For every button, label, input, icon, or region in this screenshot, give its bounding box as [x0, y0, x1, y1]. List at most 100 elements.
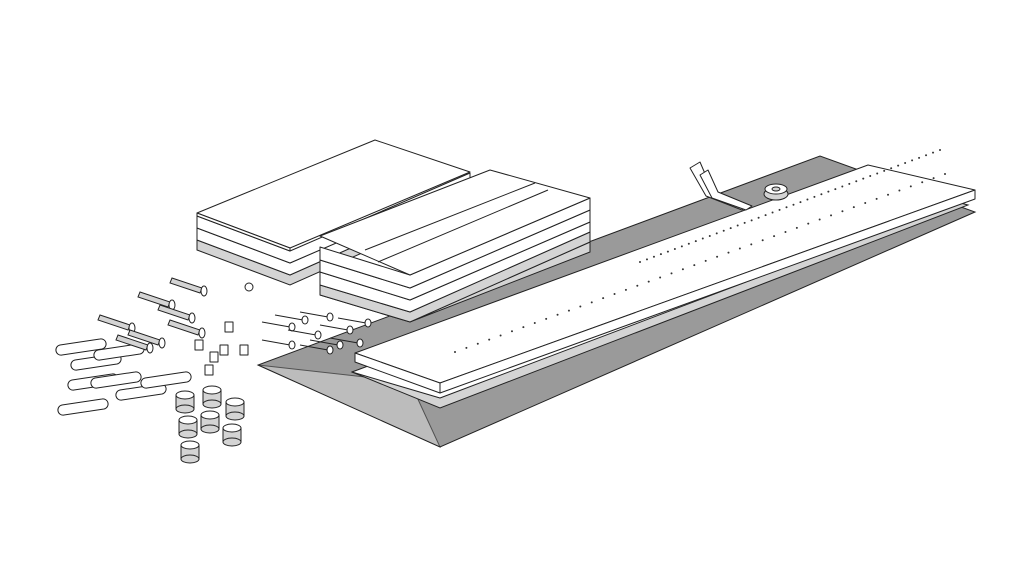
shelf-pin	[239, 344, 249, 356]
pin-hole	[806, 198, 809, 201]
pin-hole	[652, 255, 655, 258]
pin-hole	[898, 189, 901, 192]
screw-head	[301, 315, 309, 325]
pin-hole	[932, 151, 935, 154]
pin-hole	[813, 195, 816, 198]
shelf-pin-holes	[454, 149, 946, 353]
wooden-dowel	[90, 371, 142, 389]
screw-head	[356, 338, 364, 348]
shelf-stack-left	[196, 139, 471, 286]
pin-hole	[454, 351, 456, 353]
pin-hole	[869, 175, 872, 178]
screw-head	[288, 322, 296, 332]
pin-hole	[488, 338, 491, 341]
wall-bracket	[689, 161, 753, 211]
pin-hole	[795, 226, 798, 229]
shelf-pin	[219, 344, 229, 356]
screw-shaft	[329, 337, 359, 344]
pin-hole	[727, 251, 730, 254]
pin-hole	[687, 242, 690, 245]
screw-shaft	[319, 324, 349, 331]
cam-bolt-head	[188, 312, 196, 324]
pin-hole	[708, 234, 711, 237]
fasteners	[55, 277, 372, 464]
pin-hole	[875, 197, 878, 200]
cam-lock-top	[222, 423, 242, 433]
cam-bolt	[127, 329, 161, 346]
cam-bolt	[115, 334, 149, 351]
pin-hole	[876, 172, 879, 175]
pin-hole	[932, 177, 935, 180]
cam-lock-top	[180, 440, 200, 450]
pin-hole	[834, 188, 837, 191]
screw-head	[326, 345, 334, 355]
pin-hole	[729, 227, 732, 230]
pin-hole	[841, 185, 844, 188]
pin-hole	[909, 185, 912, 188]
pin-hole	[897, 164, 900, 167]
cam-lock-bottom	[222, 437, 242, 447]
screw-head	[346, 325, 354, 335]
cam-lock-bottom	[180, 454, 200, 464]
pin-hole	[784, 230, 787, 233]
screw-shaft	[287, 329, 317, 336]
screw-head	[336, 340, 344, 350]
pin-hole	[636, 284, 639, 287]
pin-hole	[743, 221, 746, 224]
shelf-stack-right	[319, 169, 591, 323]
pin-hole	[750, 219, 753, 222]
cam-lock-bottom	[178, 429, 198, 439]
pin-hole	[624, 288, 627, 291]
pin-hole	[673, 247, 676, 250]
pin-hole	[499, 334, 502, 337]
round-foot	[763, 183, 789, 201]
screw-head	[326, 312, 334, 322]
pin-hole	[602, 297, 605, 300]
cam-bolt-head	[200, 285, 208, 297]
pin-hole	[939, 149, 941, 151]
pin-hole	[645, 258, 648, 261]
cam-bolt	[157, 304, 191, 321]
pin-hole	[778, 208, 781, 211]
pin-hole	[921, 181, 924, 184]
pin-hole	[807, 222, 810, 225]
cam-bolt-head	[158, 337, 166, 349]
pin-hole	[694, 240, 697, 243]
pin-hole	[680, 245, 683, 248]
pin-hole	[799, 201, 802, 204]
screw-head	[364, 318, 372, 328]
screw-shaft	[261, 321, 291, 328]
cam-lock-top	[202, 385, 222, 395]
pin-hole	[639, 261, 641, 263]
pin-hole	[848, 182, 851, 185]
pin-hole	[771, 211, 774, 214]
cam-lock-bottom	[202, 399, 222, 409]
cam-bolt	[137, 291, 171, 308]
pin-hole	[883, 169, 886, 172]
pin-hole	[579, 305, 582, 308]
shelf-pin	[224, 321, 234, 333]
pin-hole	[716, 255, 719, 258]
cam-lock-bottom	[175, 404, 195, 414]
shelf-pin	[194, 339, 204, 351]
pin-hole	[693, 264, 696, 267]
side-panel-upper	[354, 149, 976, 394]
screw-head	[244, 282, 254, 292]
shelf-pin	[204, 364, 214, 376]
pin-hole	[890, 167, 893, 170]
cam-bolt	[169, 277, 203, 294]
pin-hole	[681, 268, 684, 271]
pin-hole	[830, 214, 833, 217]
pin-hole	[704, 259, 707, 262]
pin-hole	[613, 293, 616, 296]
pin-hole	[855, 180, 858, 183]
screw-shaft	[299, 311, 329, 318]
cam-bolt	[167, 319, 201, 336]
cam-lock-top	[175, 390, 195, 400]
pin-hole	[852, 206, 855, 209]
pin-hole	[533, 322, 536, 325]
cam-lock-bottom	[225, 411, 245, 421]
pin-hole	[666, 250, 669, 253]
